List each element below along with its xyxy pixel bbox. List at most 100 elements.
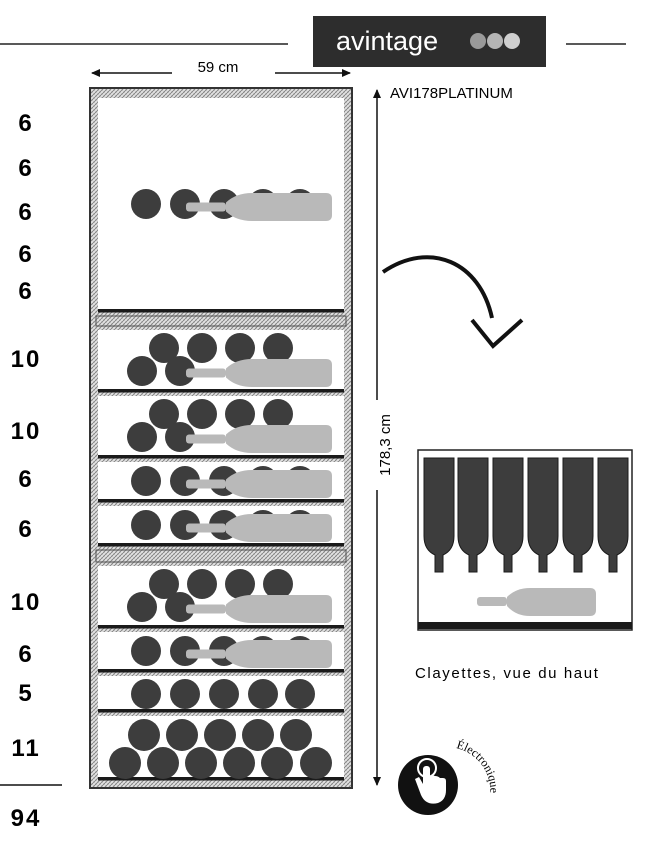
shelf-count: 10 (11, 418, 42, 445)
bottle-end (185, 747, 217, 779)
bottle-end (204, 719, 236, 751)
bottle-end (223, 747, 255, 779)
bottle-end (170, 679, 200, 709)
bottle-end (225, 569, 255, 599)
bottle-end (109, 747, 141, 779)
shelf-count: 6 (18, 641, 33, 668)
bottle-end (149, 333, 179, 363)
bottle-neck (186, 368, 226, 378)
bottle-end (300, 747, 332, 779)
logo-dot (470, 33, 486, 49)
standing-bottle (423, 457, 455, 573)
shelf (98, 716, 344, 781)
brand-logo: avintage (313, 16, 546, 67)
shelf-count: 6 (18, 278, 33, 305)
bottle-end (131, 466, 161, 496)
shelf-count: 5 (18, 680, 33, 707)
bottle-end (147, 747, 179, 779)
bottle-end (263, 399, 293, 429)
logo-dot (504, 33, 520, 49)
bottle-body (226, 359, 332, 387)
shelf-bar (98, 669, 344, 673)
separator-panel (95, 315, 347, 327)
shelf (98, 462, 344, 503)
electronic-badge: Électronique (398, 737, 501, 815)
top-view-caption: Clayettes, vue du haut (415, 665, 599, 682)
lying-bottle (186, 470, 332, 498)
bottle-end (263, 333, 293, 363)
shelf-bar (98, 309, 344, 313)
shelf-count: 6 (18, 516, 33, 543)
logo-dot (487, 33, 503, 49)
bottle-body (507, 588, 596, 616)
bottle-neck (186, 523, 226, 533)
bottle-end (165, 592, 195, 622)
shelf-bar (98, 709, 344, 713)
standing-bottle (527, 457, 559, 573)
bottle-end (261, 747, 293, 779)
bottle-end (149, 569, 179, 599)
shelf-count: 6 (18, 199, 33, 226)
shelf-bar (98, 625, 344, 629)
bottle-end (165, 356, 195, 386)
shelf-bar (98, 389, 344, 393)
bottle-body (226, 193, 332, 221)
bottle-neck (477, 597, 507, 606)
shelf-count: 6 (18, 466, 33, 493)
shelf (98, 330, 344, 393)
shelf (98, 632, 344, 673)
shelf-count: 6 (18, 110, 33, 137)
lying-bottle (186, 193, 332, 221)
total-count: 94 (11, 805, 42, 832)
bottle-neck (186, 434, 226, 444)
shelf (98, 396, 344, 459)
bottle-end (248, 679, 278, 709)
shelf-count: 10 (11, 589, 42, 616)
standing-bottle (597, 457, 629, 573)
bottle-end (187, 333, 217, 363)
bottle-end (127, 422, 157, 452)
lying-bottle (186, 595, 332, 623)
bottle-end (242, 719, 274, 751)
bottle-body (226, 595, 332, 623)
bottle-body (226, 514, 332, 542)
bottle-end (131, 636, 161, 666)
separator-panel (95, 549, 347, 563)
bottle-end (127, 592, 157, 622)
shelf-bar (98, 543, 344, 547)
bottle-end (131, 679, 161, 709)
shelf-count: 10 (11, 346, 42, 373)
bottle-end (280, 719, 312, 751)
bottle-end (131, 189, 161, 219)
bottle-end (225, 399, 255, 429)
lying-bottle (186, 359, 332, 387)
height-label: 178,3 cm (377, 414, 394, 476)
bottle-end (225, 333, 255, 363)
shelf-bar (98, 455, 344, 459)
shelf (98, 506, 344, 547)
shelf-count: 6 (18, 241, 33, 268)
bottle-end (166, 719, 198, 751)
shelf (98, 566, 344, 629)
shelf (98, 676, 344, 713)
bottle-end (165, 422, 195, 452)
curved-arrow-head (470, 318, 524, 349)
brand-logo-text: avintage (336, 26, 438, 56)
curved-arrow-icon (381, 255, 494, 319)
electronic-label: Électronique (455, 737, 501, 793)
bottle-body (226, 470, 332, 498)
hand-pointer-icon (415, 758, 446, 804)
shelf (98, 98, 344, 313)
shelf-bar (98, 499, 344, 503)
bottle-body (226, 640, 332, 668)
width-label: 59 cm (198, 59, 239, 76)
bottle-end (131, 510, 161, 540)
bottle-end (187, 569, 217, 599)
shelf-top-view (417, 449, 633, 631)
bottle-neck (186, 604, 226, 614)
lying-bottle (186, 640, 332, 668)
cabinet (89, 87, 353, 789)
bottle-end (187, 399, 217, 429)
